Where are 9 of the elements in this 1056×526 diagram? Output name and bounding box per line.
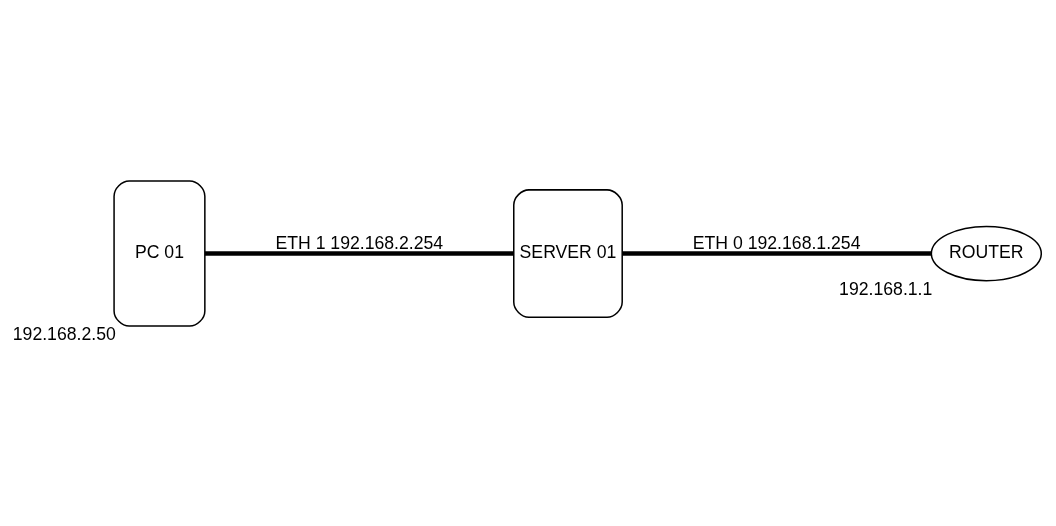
edge-label: ETH 1 192.168.2.254 xyxy=(275,232,444,253)
connector xyxy=(622,251,931,256)
node-label: 192.168.1.1 xyxy=(839,278,933,299)
edge-label: ETH 0 192.168.1.254 xyxy=(692,232,861,253)
node-label: 192.168.2.50 xyxy=(12,324,116,345)
node-box: PC 01 xyxy=(113,180,206,327)
node-box: SERVER 01 xyxy=(513,189,623,318)
node-ellipse: ROUTER xyxy=(930,225,1043,282)
connector xyxy=(204,251,514,256)
